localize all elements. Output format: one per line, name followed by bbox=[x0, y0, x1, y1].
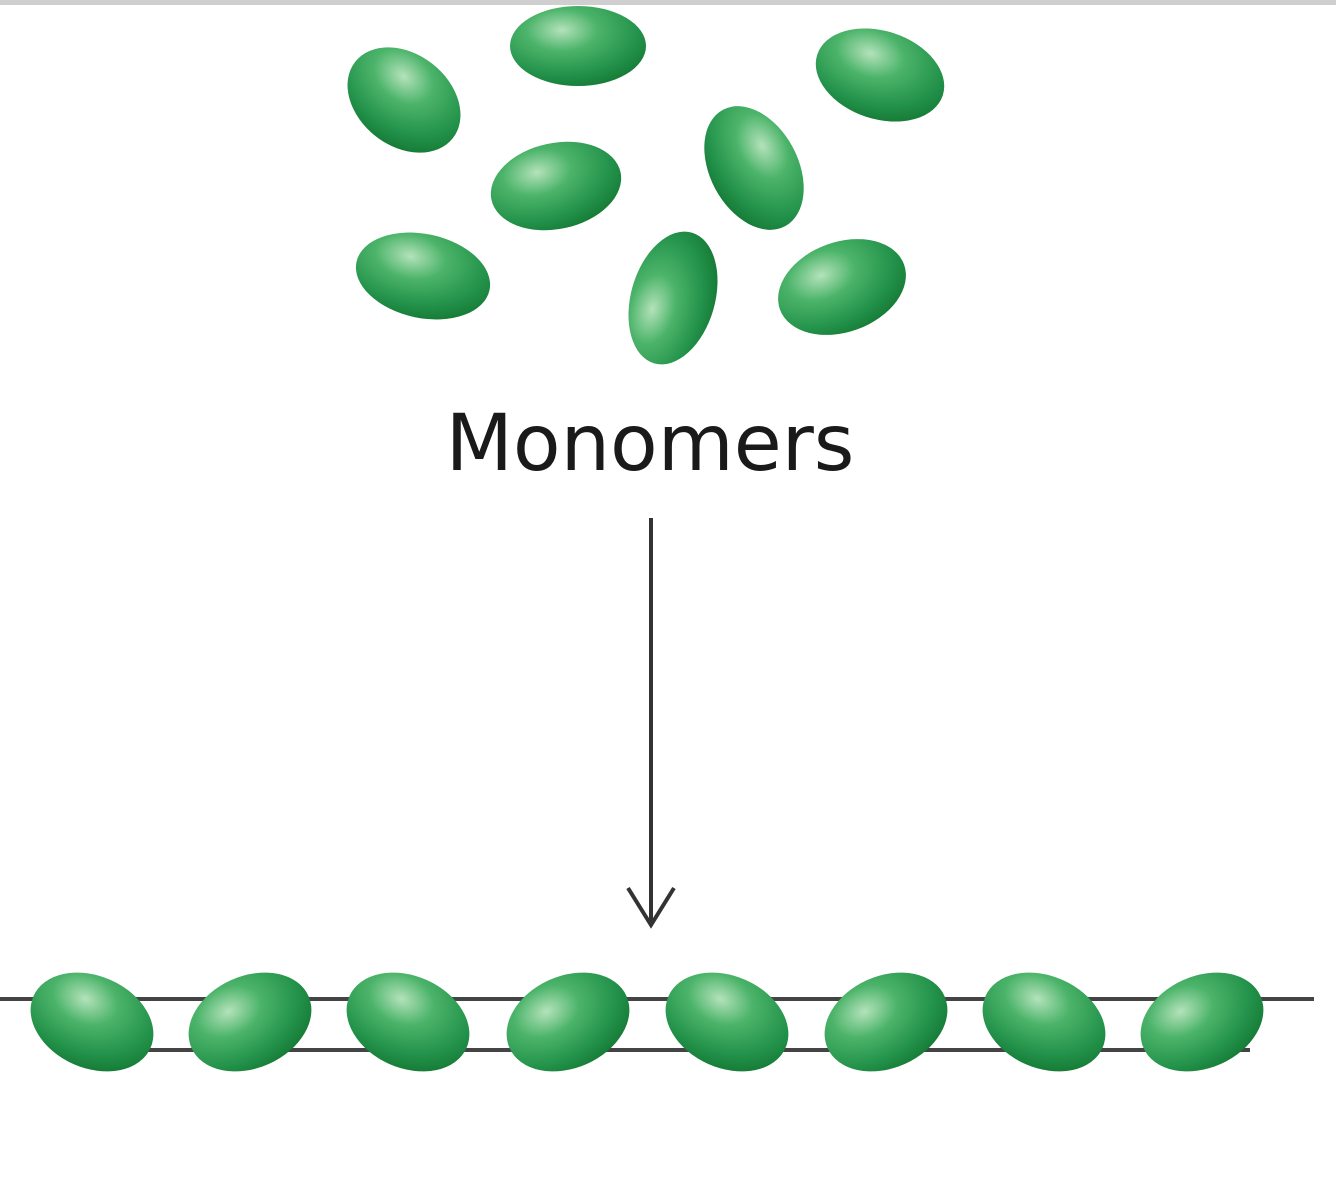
free-monomers bbox=[347, 6, 945, 365]
reaction-arrow bbox=[626, 518, 676, 929]
monomer bbox=[815, 28, 945, 122]
arrow-head bbox=[626, 886, 676, 929]
chain-monomer bbox=[188, 972, 312, 1072]
monomer bbox=[347, 47, 461, 153]
chain-monomer bbox=[30, 972, 154, 1072]
monomer bbox=[510, 6, 646, 86]
monomer bbox=[778, 239, 906, 335]
polymer-chain bbox=[0, 972, 1314, 1072]
chain-monomer bbox=[346, 972, 470, 1072]
monomer bbox=[704, 106, 804, 230]
monomer bbox=[628, 231, 718, 365]
chain-monomer bbox=[1140, 972, 1264, 1072]
top-border bbox=[0, 0, 1336, 5]
monomers-label: Monomers bbox=[445, 399, 855, 489]
chain-monomer bbox=[506, 972, 630, 1072]
chain-monomer bbox=[982, 972, 1106, 1072]
monomer bbox=[490, 141, 622, 231]
monomer bbox=[355, 232, 491, 320]
chain-monomer bbox=[824, 972, 948, 1072]
chain-monomer bbox=[665, 972, 789, 1072]
